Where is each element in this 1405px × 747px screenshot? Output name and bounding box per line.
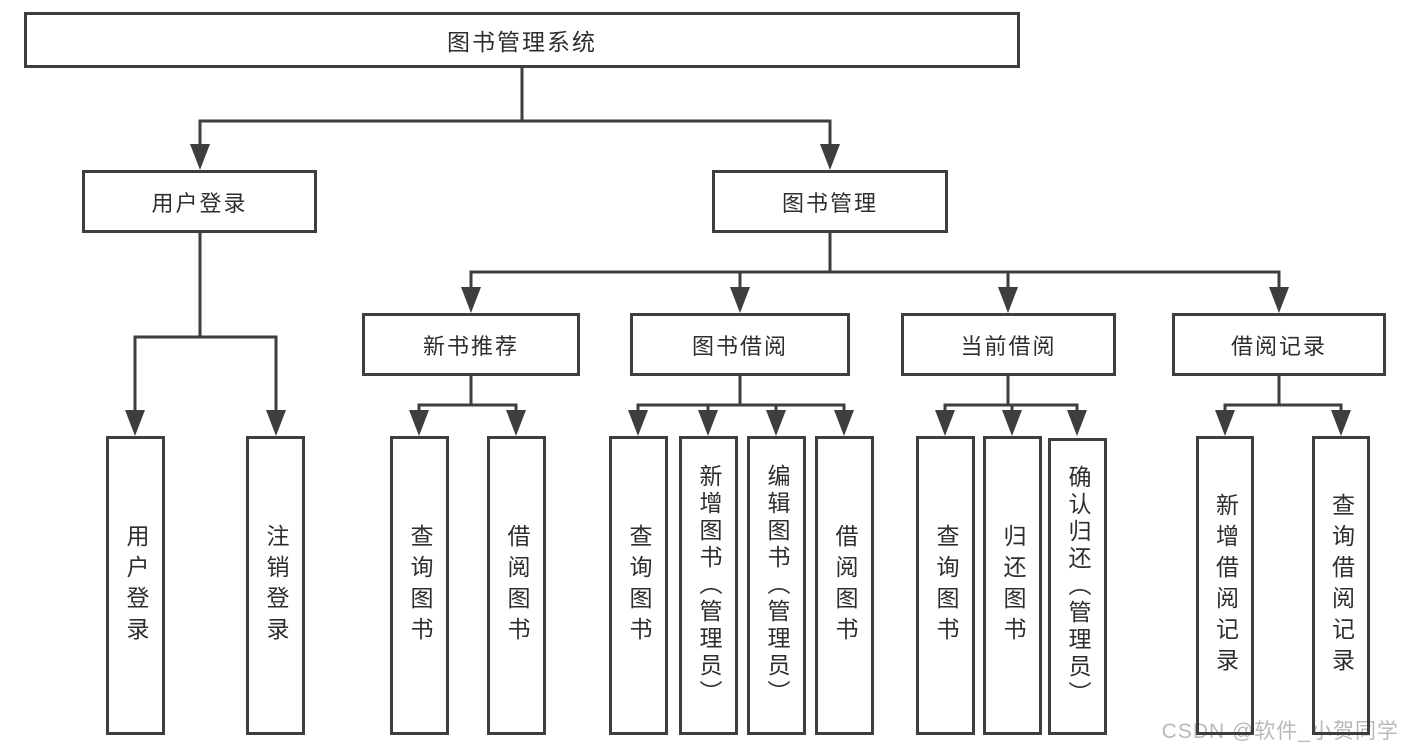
node-root-label: 图书管理系统 xyxy=(447,29,597,55)
node-book-borrow: 图书借阅 xyxy=(630,313,850,376)
csdn-watermark: CSDN @软件_小贺同学 xyxy=(1161,720,1399,743)
leaf-current-query-books-label: 查询图书 xyxy=(933,523,959,648)
leaf-current-query-books: 查询图书 xyxy=(916,436,975,735)
leaf-edit-books-admin: 编辑图书（管理员） xyxy=(747,436,806,735)
arrowhead-leaf xyxy=(506,410,526,436)
leaf-recommend-query-books: 查询图书 xyxy=(390,436,449,735)
node-borrow-records-label: 借阅记录 xyxy=(1230,333,1327,359)
arrowhead-user-login-leaf xyxy=(125,410,145,436)
node-new-book-recommend: 新书推荐 xyxy=(362,313,580,376)
node-current-borrow: 当前借阅 xyxy=(901,313,1116,376)
leaf-borrow-query-books: 查询图书 xyxy=(609,436,668,735)
node-new-book-recommend-label: 新书推荐 xyxy=(422,333,519,359)
leaf-borrow-borrow-books-label: 借阅图书 xyxy=(832,523,858,648)
leaf-recommend-borrow-books-label: 借阅图书 xyxy=(504,523,530,648)
leaf-return-books-label: 归还图书 xyxy=(1000,523,1026,648)
connector-book-borrow xyxy=(628,376,854,436)
leaf-query-borrow-record: 查询借阅记录 xyxy=(1312,436,1370,735)
leaf-edit-books-admin-label: 编辑图书（管理员） xyxy=(764,464,790,707)
arrowhead-leaf xyxy=(409,410,429,436)
leaf-borrow-query-books-label: 查询图书 xyxy=(626,523,652,648)
node-book-management: 图书管理 xyxy=(712,170,948,233)
node-current-borrow-label: 当前借阅 xyxy=(960,333,1057,359)
node-user-login-label: 用户登录 xyxy=(151,190,248,216)
leaf-logout-label: 注销登录 xyxy=(263,523,289,648)
arrowhead-leaf xyxy=(698,410,718,436)
leaf-user-login: 用户登录 xyxy=(106,436,165,735)
connector-current-borrow xyxy=(935,376,1087,436)
arrowhead-leaf xyxy=(834,410,854,436)
arrowhead-leaf xyxy=(766,410,786,436)
arrowhead-user-login xyxy=(190,144,210,170)
connector-new-book-recommend xyxy=(409,376,526,436)
leaf-add-borrow-record: 新增借阅记录 xyxy=(1196,436,1254,735)
connector-root xyxy=(190,68,840,170)
node-book-borrow-label: 图书借阅 xyxy=(691,333,788,359)
leaf-recommend-query-books-label: 查询图书 xyxy=(407,523,433,648)
arrowhead-leaf xyxy=(628,410,648,436)
arrowhead-book-management xyxy=(820,144,840,170)
leaf-confirm-return-admin: 确认归还（管理员） xyxy=(1048,438,1107,735)
node-book-management-label: 图书管理 xyxy=(781,190,878,216)
arrowhead-borrow-records xyxy=(1269,287,1289,313)
node-root: 图书管理系统 xyxy=(24,12,1020,68)
leaf-query-borrow-record-label: 查询借阅记录 xyxy=(1328,492,1355,679)
leaf-logout: 注销登录 xyxy=(246,436,305,735)
arrowhead-new-book-recommend xyxy=(461,287,481,313)
arrowhead-leaf xyxy=(1002,410,1022,436)
leaf-recommend-borrow-books: 借阅图书 xyxy=(487,436,546,735)
leaf-return-books: 归还图书 xyxy=(983,436,1042,735)
leaf-borrow-borrow-books: 借阅图书 xyxy=(815,436,874,735)
arrowhead-leaf xyxy=(1067,410,1087,436)
leaf-add-books-admin-label: 新增图书（管理员） xyxy=(696,464,722,707)
leaf-confirm-return-admin-label: 确认归还（管理员） xyxy=(1065,465,1091,708)
connector-borrow-records xyxy=(1215,376,1351,436)
arrowhead-logout-leaf xyxy=(266,410,286,436)
arrowhead-leaf xyxy=(1215,410,1235,436)
node-user-login: 用户登录 xyxy=(82,170,317,233)
connector-user-login xyxy=(125,233,286,436)
connector-book-management xyxy=(461,233,1289,313)
arrowhead-leaf xyxy=(935,410,955,436)
leaf-user-login-label: 用户登录 xyxy=(123,523,149,648)
arrowhead-current-borrow xyxy=(998,287,1018,313)
leaf-add-books-admin: 新增图书（管理员） xyxy=(679,436,738,735)
node-borrow-records: 借阅记录 xyxy=(1172,313,1386,376)
leaf-add-borrow-record-label: 新增借阅记录 xyxy=(1212,492,1239,679)
arrowhead-leaf xyxy=(1331,410,1351,436)
arrowhead-book-borrow xyxy=(730,287,750,313)
